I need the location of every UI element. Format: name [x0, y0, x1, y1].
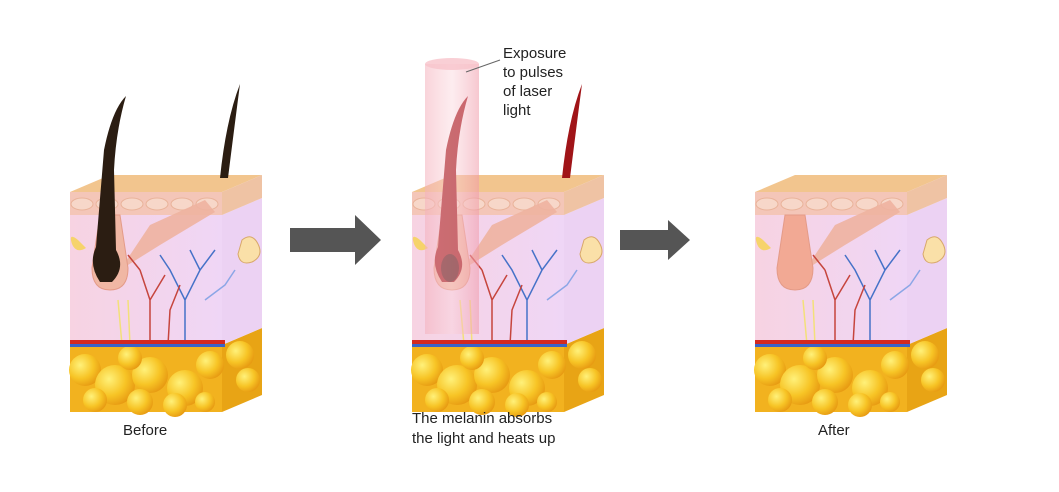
artery: [412, 340, 567, 344]
skin-cell: [487, 197, 511, 211]
skin-cell: [70, 197, 94, 211]
fat-cell: [411, 354, 443, 386]
skin-cell: [830, 197, 854, 211]
fat-cell: [880, 392, 900, 412]
arrow-1: [290, 215, 381, 265]
artery: [70, 340, 225, 344]
skin-cell: [512, 197, 536, 211]
blood-vessel: [159, 249, 216, 345]
nerve: [117, 299, 131, 346]
skin-cell: [855, 197, 879, 211]
fat-cell: [127, 389, 153, 415]
fat-cell: [163, 393, 187, 417]
vein: [412, 344, 567, 347]
vein: [70, 344, 225, 347]
arrector-muscle: [120, 200, 215, 270]
blood-vessel: [812, 254, 851, 345]
fat-cell: [881, 351, 909, 379]
laser-label-line: Exposure: [503, 45, 567, 62]
fat-cell: [226, 341, 254, 369]
laser-label-pointer: [465, 59, 501, 73]
fat-cell: [236, 368, 260, 392]
dermis-side: [907, 198, 947, 345]
blood-vessel: [167, 284, 181, 346]
laser-label-line: light: [503, 102, 531, 119]
hair-shaft-2: [562, 84, 582, 178]
caption-line: the light and heats up: [412, 430, 556, 447]
dermis-side: [564, 198, 604, 345]
fat-cell: [578, 368, 602, 392]
sweat-gland: [237, 236, 261, 264]
skin-cell: [120, 197, 144, 211]
laser-label: Exposure to pulses of laser light: [503, 44, 566, 120]
fat-cell: [911, 341, 939, 369]
caption-before: Before: [123, 422, 168, 439]
blood-vessel: [501, 249, 558, 345]
fat-cell: [118, 346, 142, 370]
skin-block-after: [754, 175, 947, 417]
hair-follicle: [776, 214, 814, 291]
skin-cell: [145, 197, 169, 211]
hair-shaft-2: [220, 84, 240, 178]
nerve: [802, 299, 816, 346]
blood-vessel: [509, 284, 523, 346]
laser-label-line: of laser: [503, 83, 553, 100]
sebaceous-gland: [412, 236, 428, 251]
skin-cell: [170, 197, 194, 211]
fat-cell: [817, 357, 853, 393]
epidermis-side: [907, 175, 947, 215]
fat-cell: [460, 346, 484, 370]
fat-cell: [83, 388, 107, 412]
sebaceous-gland: [70, 236, 86, 251]
fat-cell: [537, 392, 557, 412]
sweat-gland: [579, 236, 603, 264]
fat-cell: [921, 368, 945, 392]
fat-cell: [469, 389, 495, 415]
skin-cell: [780, 197, 804, 211]
arrow-2: [620, 220, 690, 260]
fat-cell: [754, 354, 786, 386]
fat-cell: [768, 388, 792, 412]
blood-vessel: [852, 284, 866, 346]
fat-cell: [848, 393, 872, 417]
laser-label-line: to pulses: [503, 64, 564, 81]
fat-cell: [538, 351, 566, 379]
caption-line: The melanin absorbs: [412, 410, 553, 427]
fat-cell: [195, 392, 215, 412]
skin-surface: [70, 175, 262, 192]
fat-cell: [505, 393, 529, 417]
fat-cell: [69, 354, 101, 386]
skin-cell: [755, 197, 779, 211]
artery: [755, 340, 910, 344]
fat-cell: [425, 388, 449, 412]
fat-cell: [196, 351, 224, 379]
arrector-muscle: [805, 200, 900, 270]
vein: [755, 344, 910, 347]
blood-vessel: [546, 269, 578, 301]
sebaceous-gland: [755, 236, 771, 251]
skin-surface: [755, 175, 947, 192]
hair-shaft: [92, 96, 126, 282]
fat-cell: [803, 346, 827, 370]
fat-cell: [132, 357, 168, 393]
blood-vessel: [844, 249, 901, 345]
fat-cell: [568, 341, 596, 369]
fat-cell: [474, 357, 510, 393]
sweat-gland: [922, 236, 946, 264]
skin-block-before: [69, 84, 262, 417]
blood-vessel: [889, 269, 921, 301]
arrector-muscle: [462, 200, 557, 270]
skin-cell: [805, 197, 829, 211]
blood-vessel: [127, 254, 166, 345]
dermis-side: [222, 198, 262, 345]
blood-vessel: [204, 269, 236, 301]
fat-cell: [812, 389, 838, 415]
epidermis-side: [222, 175, 262, 215]
caption-after: After: [818, 422, 850, 439]
laser-beam: [425, 58, 479, 334]
epidermis-side: [564, 175, 604, 215]
caption-during: The melanin absorbs the light and heats …: [412, 409, 555, 449]
